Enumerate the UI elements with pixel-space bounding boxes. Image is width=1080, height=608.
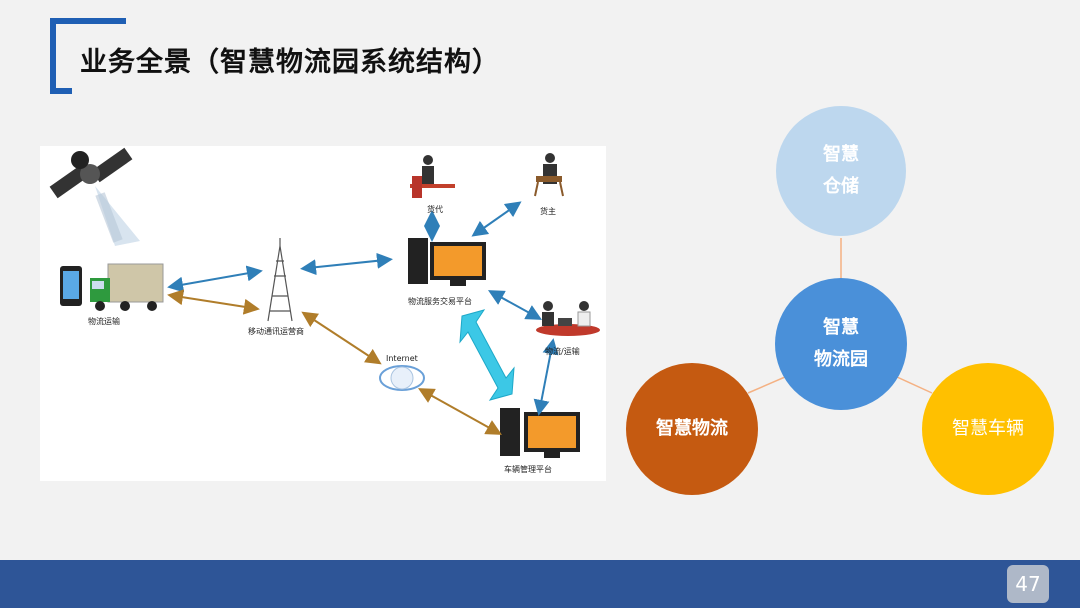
vehicle-platform-computer-icon (500, 408, 580, 458)
logistics-meeting-icon (536, 301, 600, 336)
system-structure-diagram: 物流运输 移动通讯运营商 Internet 货代 货主 物流服务交易平台 物流/… (40, 146, 606, 481)
smart-park-circle: 智慧 物流园 (775, 278, 907, 410)
title-bracket (50, 18, 126, 92)
logistics-label: 物流/运输 (545, 347, 580, 356)
smart-storage-line2: 仓储 (823, 176, 859, 197)
smart-logistics-circle: 智慧物流 (626, 363, 758, 495)
smart-logistics-label: 智慧物流 (656, 418, 728, 439)
smart-storage-circle: 智慧 仓储 (776, 106, 906, 236)
smart-vehicles-label: 智慧车辆 (952, 418, 1024, 439)
footer-bar (0, 560, 1080, 608)
diagram-graphics (49, 147, 600, 458)
shipper-label: 货主 (540, 207, 556, 216)
phone-icon (60, 266, 82, 306)
forwarder-person-icon (410, 155, 455, 198)
vehicle-platform-label: 车辆管理平台 (504, 465, 552, 474)
internet-label: Internet (386, 354, 418, 363)
truck-icon (90, 263, 164, 311)
smart-vehicles-circle: 智慧车辆 (922, 363, 1054, 495)
title-bracket-foot (50, 88, 72, 94)
connection-arrows (167, 201, 559, 435)
internet-globe-icon (379, 365, 425, 391)
forwarder-label: 货代 (427, 205, 443, 214)
truck-label: 物流运输 (88, 317, 120, 326)
satellite-icon (49, 147, 140, 246)
shipper-person-icon (534, 153, 564, 197)
smart-park-circles: 智慧 仓储 智慧 物流园 智慧物流 智慧车辆 (620, 100, 1070, 500)
page-title: 业务全景（智慧物流园系统结构） (80, 47, 500, 78)
smart-park-line1: 智慧 (823, 317, 859, 338)
telecom-tower-icon (267, 238, 293, 322)
page-number: 47 (1007, 565, 1049, 603)
trading-platform-computer-icon (408, 238, 486, 286)
platform-label: 物流服务交易平台 (408, 297, 472, 306)
smart-storage-line1: 智慧 (823, 144, 859, 165)
smart-park-line2: 物流园 (814, 349, 868, 370)
circle-connectors (747, 238, 933, 394)
tower-label: 移动通讯运营商 (248, 327, 304, 336)
